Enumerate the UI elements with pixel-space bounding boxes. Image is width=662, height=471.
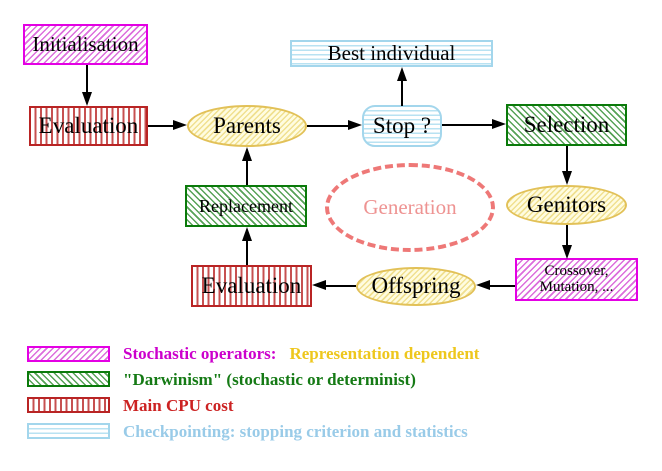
arrow-genitors-to-crossover-head bbox=[562, 245, 572, 259]
arrow-evaluation-to-parents-line bbox=[148, 125, 174, 127]
arrow-selection-to-genitors-line bbox=[566, 146, 568, 173]
legend-label-stochastic-operators-text: Stochastic operators: bbox=[123, 344, 277, 363]
legend-label-checkpointing: Checkpointing: stopping criterion and st… bbox=[123, 422, 468, 441]
legend-swatch-stochastic-operators bbox=[27, 346, 110, 362]
node-best-individual: Best individual bbox=[290, 40, 493, 67]
node-crossover-mutation: Crossover, Mutation, ... bbox=[515, 258, 638, 301]
node-parents-label: Parents bbox=[213, 112, 281, 138]
arrow-initialisation-to-evaluation-line bbox=[86, 65, 88, 94]
arrow-stop-to-best-individual-line bbox=[401, 80, 403, 106]
arrow-initialisation-to-evaluation-head bbox=[82, 92, 92, 106]
arrow-evaluation-to-parents-head bbox=[173, 120, 187, 130]
generation-loop-label: Generation bbox=[363, 195, 457, 220]
arrow-crossover-to-offspring-head bbox=[476, 280, 490, 290]
node-genitors: Genitors bbox=[506, 185, 627, 225]
arrow-replacement-to-parents-head bbox=[242, 147, 252, 161]
legend-swatch-checkpointing bbox=[27, 423, 110, 439]
arrow-evaluation-to-replacement-head bbox=[242, 227, 252, 241]
arrow-selection-to-genitors-head bbox=[562, 171, 572, 185]
generation-loop-ellipse: Generation bbox=[325, 163, 495, 252]
node-crossover-mutation-line2: Mutation, ... bbox=[539, 278, 614, 295]
legend-swatch-darwinism bbox=[27, 371, 110, 387]
node-evaluation-top-label: Evaluation bbox=[38, 112, 139, 138]
arrow-offspring-to-evaluation-head bbox=[312, 280, 326, 290]
node-evaluation-bottom-label: Evaluation bbox=[201, 272, 302, 298]
arrow-crossover-to-offspring-line bbox=[490, 285, 515, 287]
legend-swatch-main-cpu-cost bbox=[27, 397, 110, 413]
arrow-replacement-to-parents-line bbox=[246, 161, 248, 185]
node-selection: Selection bbox=[506, 104, 627, 146]
node-replacement-label: Replacement bbox=[199, 195, 293, 216]
node-evaluation-bottom: Evaluation bbox=[191, 265, 312, 307]
node-stop: Stop ? bbox=[362, 105, 442, 147]
arrow-parents-to-stop-head bbox=[348, 120, 362, 130]
node-parents: Parents bbox=[187, 105, 307, 147]
node-genitors-label: Genitors bbox=[526, 191, 607, 217]
arrow-offspring-to-evaluation-line bbox=[326, 285, 356, 287]
arrow-genitors-to-crossover-line bbox=[566, 225, 568, 247]
node-stop-label: Stop ? bbox=[372, 112, 432, 138]
legend-label-darwinism: "Darwinism" (stochastic or determinist) bbox=[123, 370, 416, 389]
arrow-evaluation-to-replacement-line bbox=[246, 241, 248, 265]
node-initialisation: Initialisation bbox=[23, 24, 148, 65]
arrow-parents-to-stop-line bbox=[307, 125, 349, 127]
legend-label-main-cpu-cost: Main CPU cost bbox=[123, 396, 234, 415]
node-offspring: Offspring bbox=[356, 267, 476, 306]
arrow-stop-to-best-individual-head bbox=[397, 67, 407, 81]
arrow-stop-to-selection-line bbox=[442, 124, 493, 126]
legend-label-stochastic-operators: Stochastic operators: Representation depe… bbox=[123, 344, 479, 364]
arrow-stop-to-selection-head bbox=[492, 119, 506, 129]
node-initialisation-label: Initialisation bbox=[32, 32, 139, 57]
node-selection-label: Selection bbox=[523, 111, 610, 137]
node-crossover-mutation-line1: Crossover, bbox=[544, 262, 609, 279]
node-evaluation-top: Evaluation bbox=[29, 106, 148, 146]
node-best-individual-label: Best individual bbox=[327, 41, 456, 66]
node-replacement: Replacement bbox=[185, 185, 307, 227]
node-offspring-label: Offspring bbox=[371, 273, 461, 299]
legend-label-representation-dependent: Representation dependent bbox=[289, 344, 480, 363]
